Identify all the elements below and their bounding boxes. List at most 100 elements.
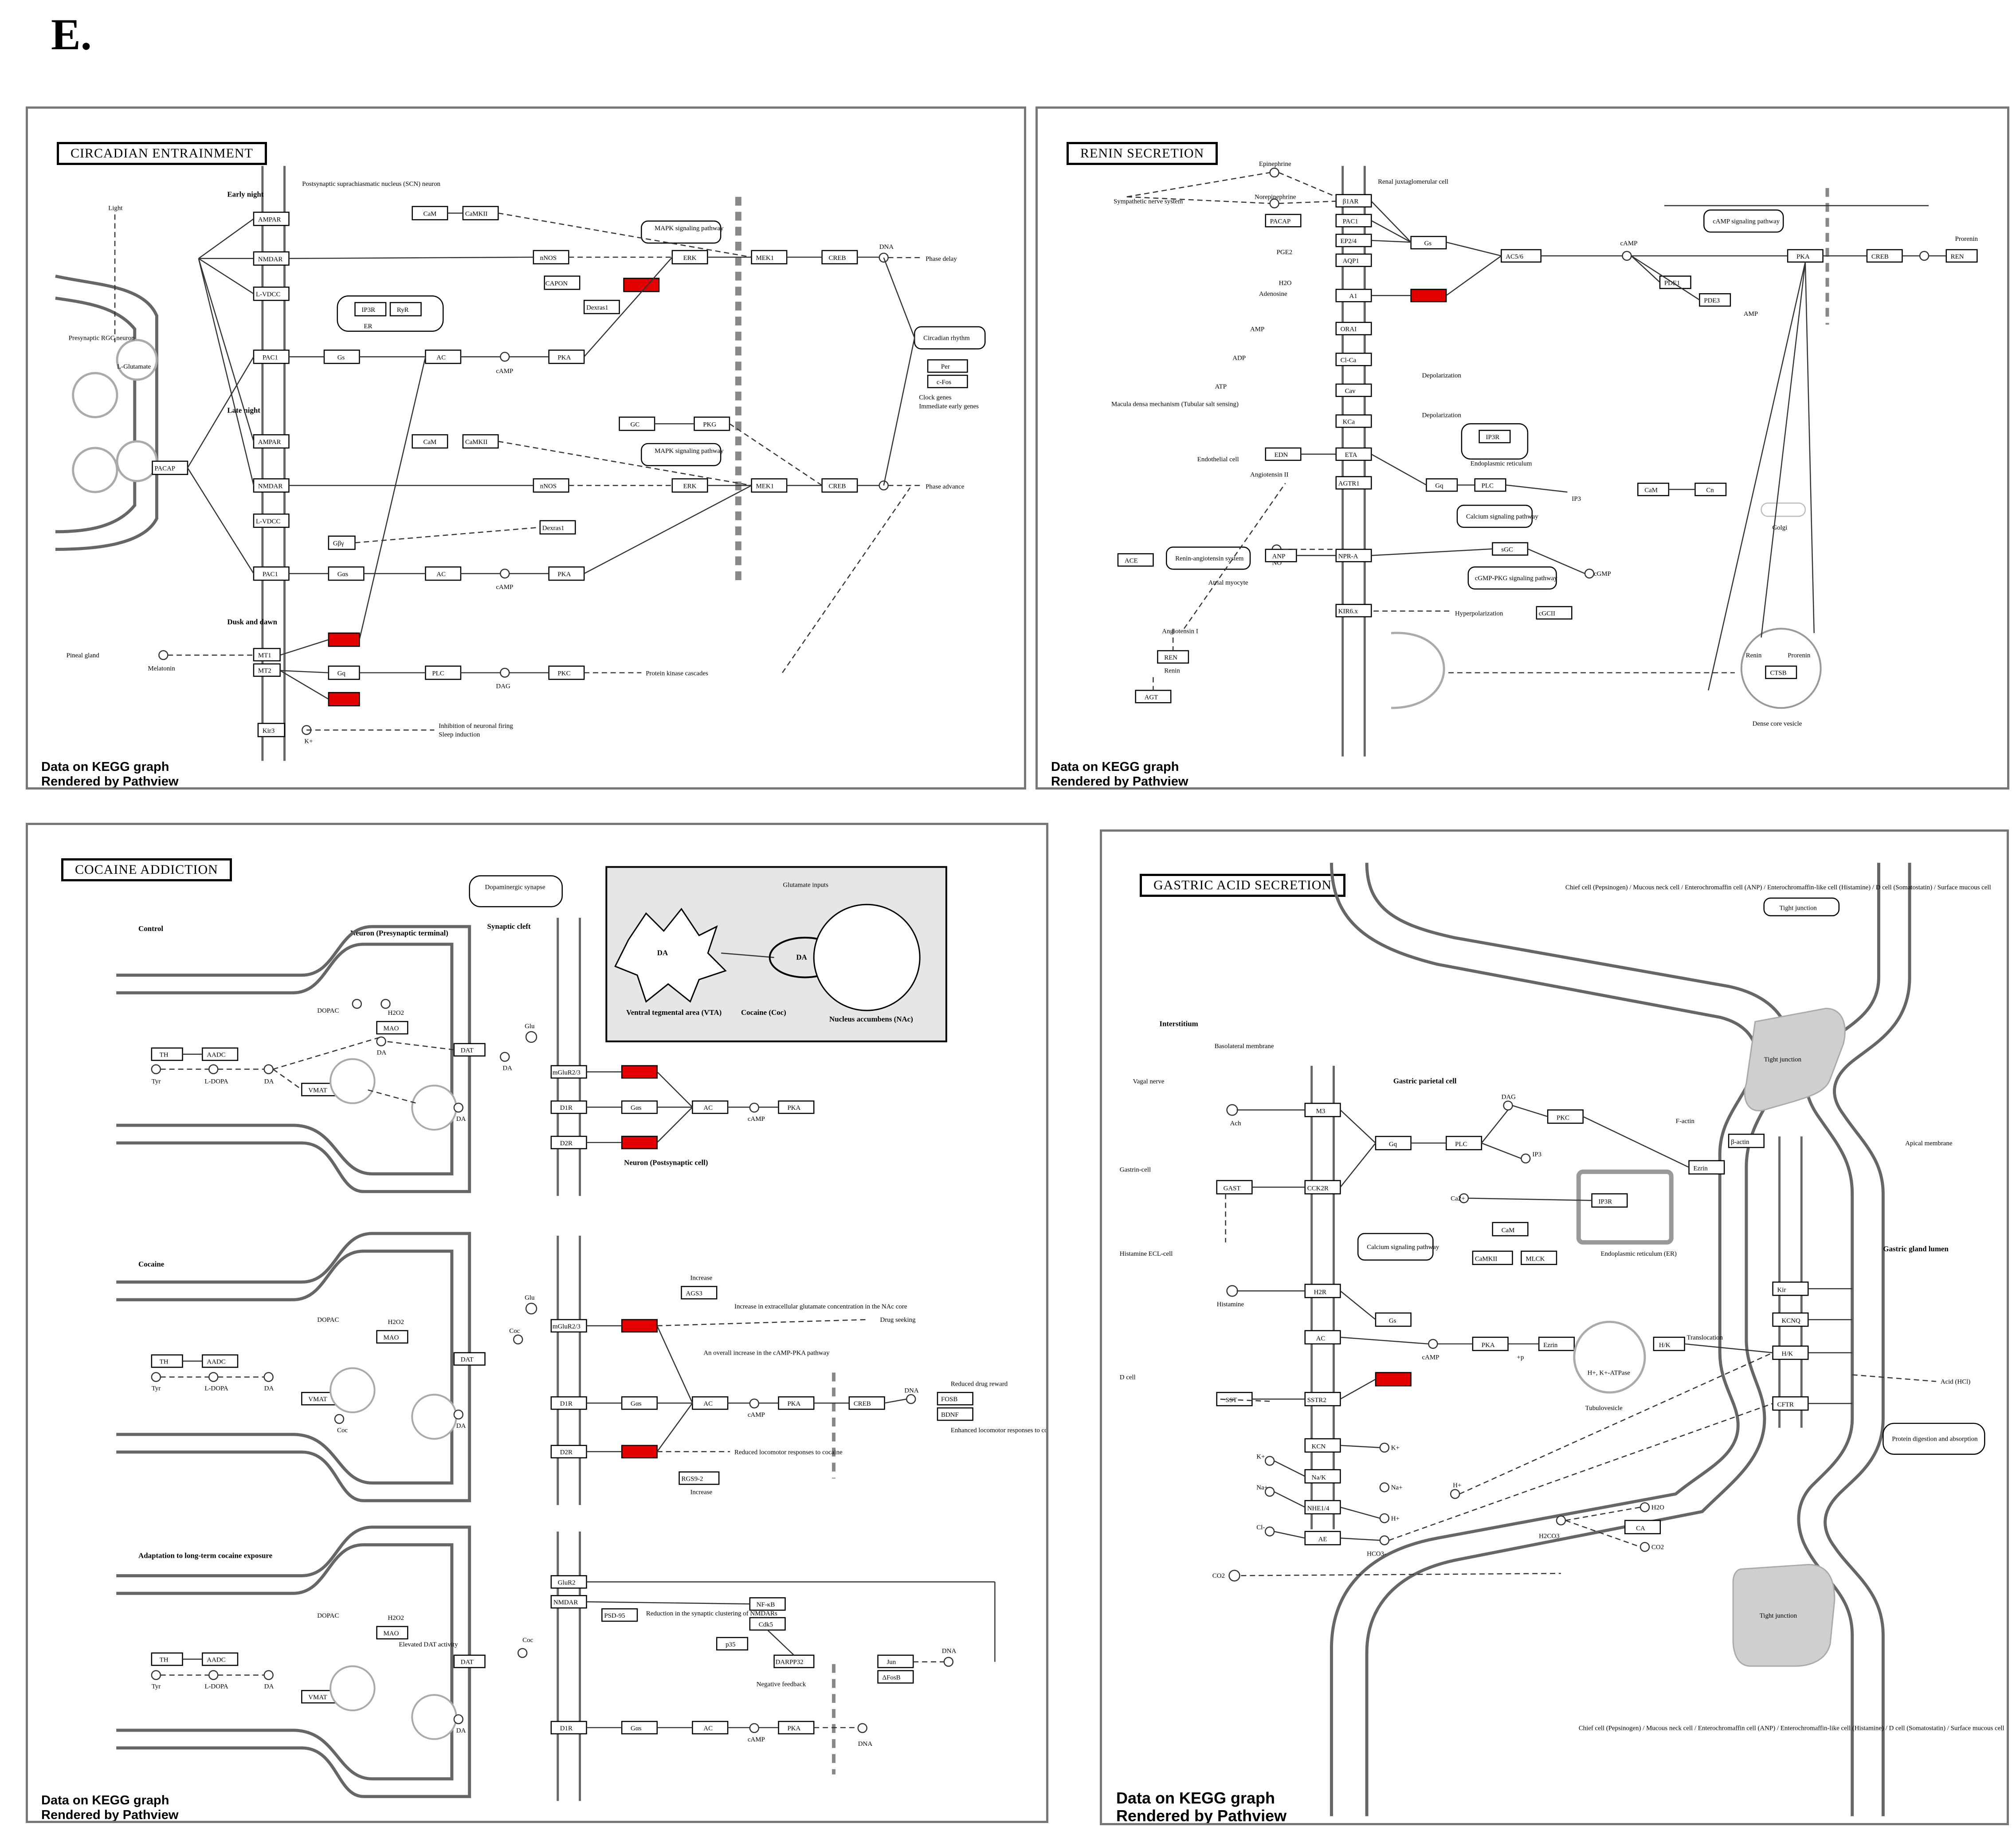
svg-text:Negative feedback: Negative feedback	[757, 1681, 806, 1688]
svg-text:DA: DA	[456, 1727, 466, 1734]
svg-text:AGTR1: AGTR1	[1338, 480, 1360, 487]
node-lvdcc	[253, 287, 290, 301]
svg-text:D1R: D1R	[560, 1725, 573, 1732]
tight-junction-bottom	[1732, 1564, 1836, 1667]
label-light: Light	[108, 205, 123, 212]
svg-text:H+, K+-ATPase: H+, K+-ATPase	[1588, 1369, 1631, 1376]
svg-text:Cn: Cn	[1706, 487, 1714, 494]
svg-text:Glu: Glu	[525, 1294, 535, 1301]
svg-text:PLC: PLC	[432, 670, 444, 677]
svg-text:ERK: ERK	[683, 255, 697, 262]
svg-text:mGluR2/3: mGluR2/3	[553, 1323, 580, 1330]
node-camkii	[462, 206, 499, 220]
vesicle	[116, 440, 158, 482]
svg-text:AQP1: AQP1	[1343, 258, 1359, 265]
svg-text:DAT: DAT	[461, 1356, 474, 1363]
svg-text:Sympathetic nerve system: Sympathetic nerve system	[1114, 198, 1183, 205]
svg-text:TH: TH	[160, 1657, 169, 1664]
svg-text:Cocaine (Coc): Cocaine (Coc)	[741, 1008, 786, 1017]
node-mapk-path	[641, 220, 722, 244]
node-pka	[548, 350, 585, 364]
svg-text:Tubulovesicle: Tubulovesicle	[1585, 1405, 1623, 1412]
svg-text:D2R: D2R	[560, 1140, 573, 1147]
svg-text:AC: AC	[436, 571, 446, 578]
svg-text:PLC: PLC	[1455, 1141, 1467, 1148]
svg-text:Endothelial cell: Endothelial cell	[1197, 456, 1239, 463]
svg-text:PGE2: PGE2	[1277, 249, 1293, 256]
svg-text:Apical membrane: Apical membrane	[1905, 1140, 1953, 1147]
svg-text:Gastric parietal cell: Gastric parietal cell	[1393, 1077, 1457, 1085]
label-lglutamate: L-Glutamate	[117, 363, 151, 370]
svg-text:REN: REN	[1164, 654, 1177, 661]
svg-text:M3: M3	[1316, 1108, 1326, 1115]
svg-text:Calcium signaling pathway: Calcium signaling pathway	[1367, 1244, 1439, 1251]
svg-text:Endoplasmic reticulum: Endoplasmic reticulum	[1471, 460, 1532, 468]
svg-text:AMPAR: AMPAR	[258, 216, 281, 223]
panel-title: COCAINE ADDICTION	[61, 858, 232, 881]
svg-text:Gαs: Gαs	[631, 1400, 642, 1407]
svg-text:K+: K+	[1391, 1445, 1400, 1452]
svg-text:Vagal nerve: Vagal nerve	[1133, 1078, 1165, 1085]
svg-text:Gαs: Gαs	[631, 1104, 642, 1112]
svg-text:Interstitium: Interstitium	[1159, 1019, 1198, 1028]
svg-text:D1R: D1R	[560, 1400, 573, 1407]
svg-text:Gq: Gq	[337, 670, 346, 677]
svg-text:GC: GC	[630, 421, 639, 428]
svg-text:Ca2+: Ca2+	[1451, 1195, 1465, 1202]
svg-text:H2O: H2O	[1279, 279, 1292, 287]
svg-text:Macula densa mechanism (Tubula: Macula densa mechanism (Tubular salt sen…	[1111, 401, 1239, 408]
svg-text:Glu: Glu	[525, 1023, 535, 1030]
svg-text:KCNQ: KCNQ	[1781, 1317, 1800, 1324]
svg-text:Drug seeking: Drug seeking	[880, 1316, 916, 1324]
svg-text:Ezrin: Ezrin	[1693, 1165, 1708, 1172]
svg-text:cGMP-PKG signaling pathway: cGMP-PKG signaling pathway	[1475, 575, 1558, 582]
svg-text:HCO3-: HCO3-	[1367, 1550, 1386, 1557]
svg-text:Renin: Renin	[1746, 652, 1762, 659]
gastric-diagram: Tight junction Tight junction Tight junc…	[1120, 863, 2004, 1816]
svg-text:Atrial myocyte: Atrial myocyte	[1208, 579, 1248, 586]
footer-line1: Data on KEGG graph	[1051, 760, 1179, 774]
node-cam	[412, 206, 448, 220]
svg-text:Na+: Na+	[1256, 1484, 1268, 1491]
svg-text:c-Fos: c-Fos	[937, 379, 951, 386]
svg-text:L-VDCC: L-VDCC	[256, 291, 280, 298]
svg-text:PDE3: PDE3	[1704, 297, 1720, 304]
svg-text:DOPAC: DOPAC	[317, 1316, 339, 1324]
svg-text:PACAP: PACAP	[154, 465, 175, 472]
svg-text:cAMP: cAMP	[1422, 1354, 1439, 1361]
svg-text:Sleep induction: Sleep induction	[439, 731, 480, 739]
svg-text:REN: REN	[1951, 253, 1964, 260]
svg-text:Kir: Kir	[1777, 1286, 1786, 1293]
svg-text:PKA: PKA	[787, 1725, 800, 1732]
svg-text:H2O: H2O	[1651, 1504, 1664, 1511]
node-ampar	[253, 212, 290, 226]
svg-text:Circadian rhythm: Circadian rhythm	[923, 335, 970, 342]
svg-text:DA: DA	[796, 953, 807, 962]
svg-text:DNA: DNA	[858, 1741, 873, 1748]
node-red-highlight	[1375, 1372, 1412, 1387]
svg-text:Depolarization: Depolarization	[1422, 412, 1461, 419]
svg-text:PKC: PKC	[558, 670, 571, 677]
svg-text:β-actin: β-actin	[1731, 1139, 1749, 1146]
svg-text:Gq: Gq	[1389, 1141, 1397, 1148]
svg-text:K+: K+	[304, 738, 313, 745]
svg-text:MAPK signaling pathway: MAPK signaling pathway	[655, 225, 724, 232]
svg-text:Jun: Jun	[886, 1659, 896, 1666]
svg-text:H2O2: H2O2	[388, 1010, 404, 1017]
svg-text:mGluR2/3: mGluR2/3	[553, 1069, 580, 1076]
svg-text:Neuron (Presynaptic terminal): Neuron (Presynaptic terminal)	[350, 929, 448, 937]
svg-text:ORAI: ORAI	[1341, 326, 1357, 333]
svg-text:Tyr: Tyr	[152, 1683, 161, 1690]
renin-diagram: Renal juxtaglomerular cell Epinephrine N…	[1111, 161, 1978, 757]
svg-text:CO2: CO2	[1212, 1572, 1225, 1580]
svg-text:NF-κB: NF-κB	[757, 1601, 775, 1608]
svg-text:CaMKII: CaMKII	[465, 439, 487, 446]
svg-text:PKA: PKA	[787, 1104, 800, 1112]
svg-text:H/K: H/K	[1659, 1342, 1671, 1349]
svg-text:Gq: Gq	[1435, 482, 1443, 489]
svg-text:CAPON: CAPON	[545, 280, 568, 287]
svg-text:Adenosine: Adenosine	[1259, 291, 1287, 298]
svg-text:EDN: EDN	[1275, 452, 1288, 459]
svg-text:Tyr: Tyr	[152, 1385, 161, 1392]
label-early-night: Early night	[227, 190, 263, 199]
